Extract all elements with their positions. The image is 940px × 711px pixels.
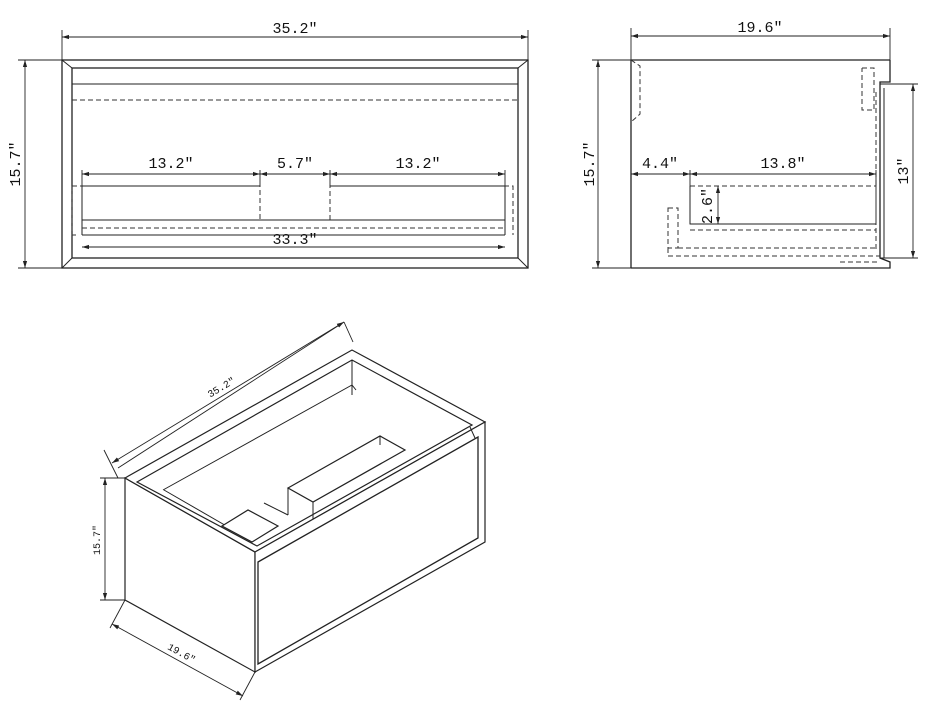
back-height-label: 13″: [896, 157, 913, 184]
side-height-label: 15.7″: [582, 141, 599, 186]
front-height-label: 15.7″: [8, 141, 25, 186]
drawer-height-label: 2.6″: [700, 188, 717, 224]
isometric-view: 35.2″ 15.7″ 19.6″: [92, 321, 487, 701]
inner-width-label: 33.3″: [272, 232, 317, 249]
right-drawer-width-label: 13.2″: [395, 156, 440, 173]
side-depth-label: 19.6″: [737, 20, 782, 37]
iso-front-panel: [254, 420, 486, 674]
front-view: 35.2″ 15.7″ 13.2″ 5.7″ 1: [8, 21, 529, 269]
front-width-label: 35.2″: [272, 21, 317, 38]
iso-height-label: 15.7″: [92, 525, 104, 555]
side-offset-label: 4.4″: [642, 156, 678, 173]
iso-depth-label: 19.6″: [165, 642, 197, 667]
side-view: 19.6″ 15.7″ 4.4″ 13.8″ 2.: [582, 20, 918, 269]
drawer-depth-label: 13.8″: [760, 156, 805, 173]
left-drawer-width-label: 13.2″: [148, 156, 193, 173]
front-outer-frame: [61, 59, 529, 269]
front-inner-frame: [71, 67, 519, 259]
iso-width-label: 35.2″: [206, 375, 238, 401]
drawer-gap-label: 5.7″: [277, 156, 313, 173]
